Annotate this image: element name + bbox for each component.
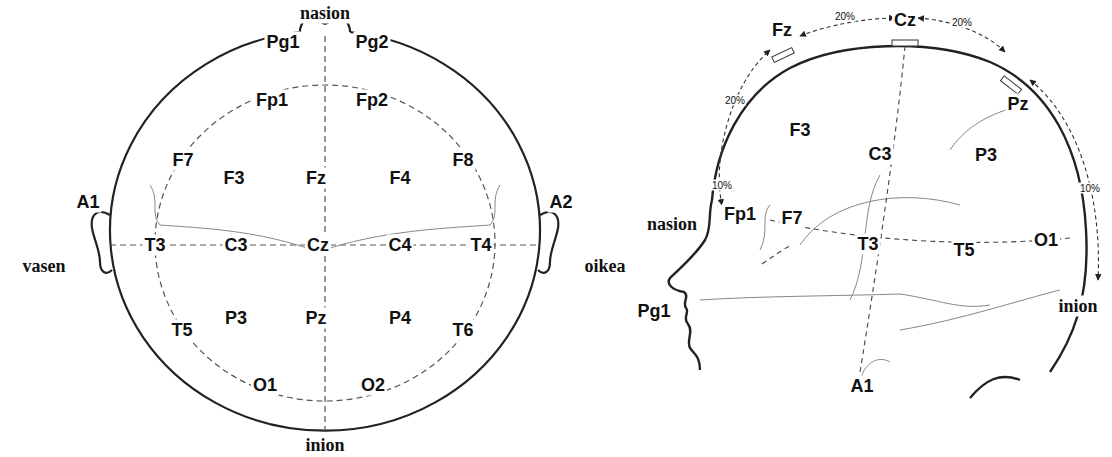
electrode-label: T4 — [468, 235, 493, 256]
electrode-label: C3 — [222, 235, 249, 256]
percent-label: 20% — [834, 11, 856, 22]
electrode-label: T3 — [855, 234, 880, 255]
electrode-label: T5 — [951, 240, 976, 261]
landmark-label: inion — [303, 434, 346, 455]
electrode-label: P3 — [973, 145, 999, 166]
electrode-label: F7 — [779, 208, 804, 229]
electrode-label: A1 — [74, 192, 101, 213]
electrode-label: Fz — [304, 168, 328, 189]
landmark-label: nasion — [298, 2, 352, 23]
electrode-label: Pz — [1005, 94, 1030, 115]
electrode-label: Fp2 — [354, 90, 390, 111]
electrode-label: A2 — [547, 192, 574, 213]
landmark-label: inion — [1056, 296, 1099, 317]
side-label: vasen — [20, 256, 67, 277]
percent-label: 20% — [724, 95, 746, 106]
electrode-label: F8 — [450, 150, 475, 171]
electrode-label: P3 — [223, 308, 249, 329]
electrode-label: C3 — [866, 144, 893, 165]
electrode-label: P4 — [387, 308, 413, 329]
electrode-label: Fp1 — [722, 204, 758, 225]
electrode-label: Pz — [303, 308, 328, 329]
electrode-label: F3 — [221, 168, 246, 189]
side-label: oikea — [582, 256, 627, 277]
electrode-label: A1 — [848, 376, 875, 397]
electrode-label: Fp1 — [254, 90, 290, 111]
landmark-label: nasion — [645, 214, 699, 235]
electrode-label: T3 — [142, 235, 167, 256]
electrode-label: O1 — [251, 375, 279, 396]
electrode-label: F7 — [170, 150, 195, 171]
percent-label: 10% — [711, 180, 733, 191]
electrode-label: O2 — [359, 375, 387, 396]
electrode-label: C4 — [386, 235, 413, 256]
percent-label: 10% — [1079, 183, 1101, 194]
electrode-label: Pg2 — [353, 32, 390, 53]
electrode-label: T5 — [169, 320, 194, 341]
percent-label: 20% — [951, 17, 973, 28]
electrode-label: F3 — [787, 120, 812, 141]
electrode-label: Cz — [305, 235, 331, 256]
electrode-label: O1 — [1032, 230, 1060, 251]
electrode-label: F4 — [387, 168, 412, 189]
electrode-label: Pg1 — [264, 32, 301, 53]
electrode-label: Cz — [892, 10, 918, 31]
electrode-label: Fz — [770, 20, 794, 41]
electrode-label: T6 — [450, 320, 475, 341]
electrode-label: Pg1 — [635, 301, 672, 322]
